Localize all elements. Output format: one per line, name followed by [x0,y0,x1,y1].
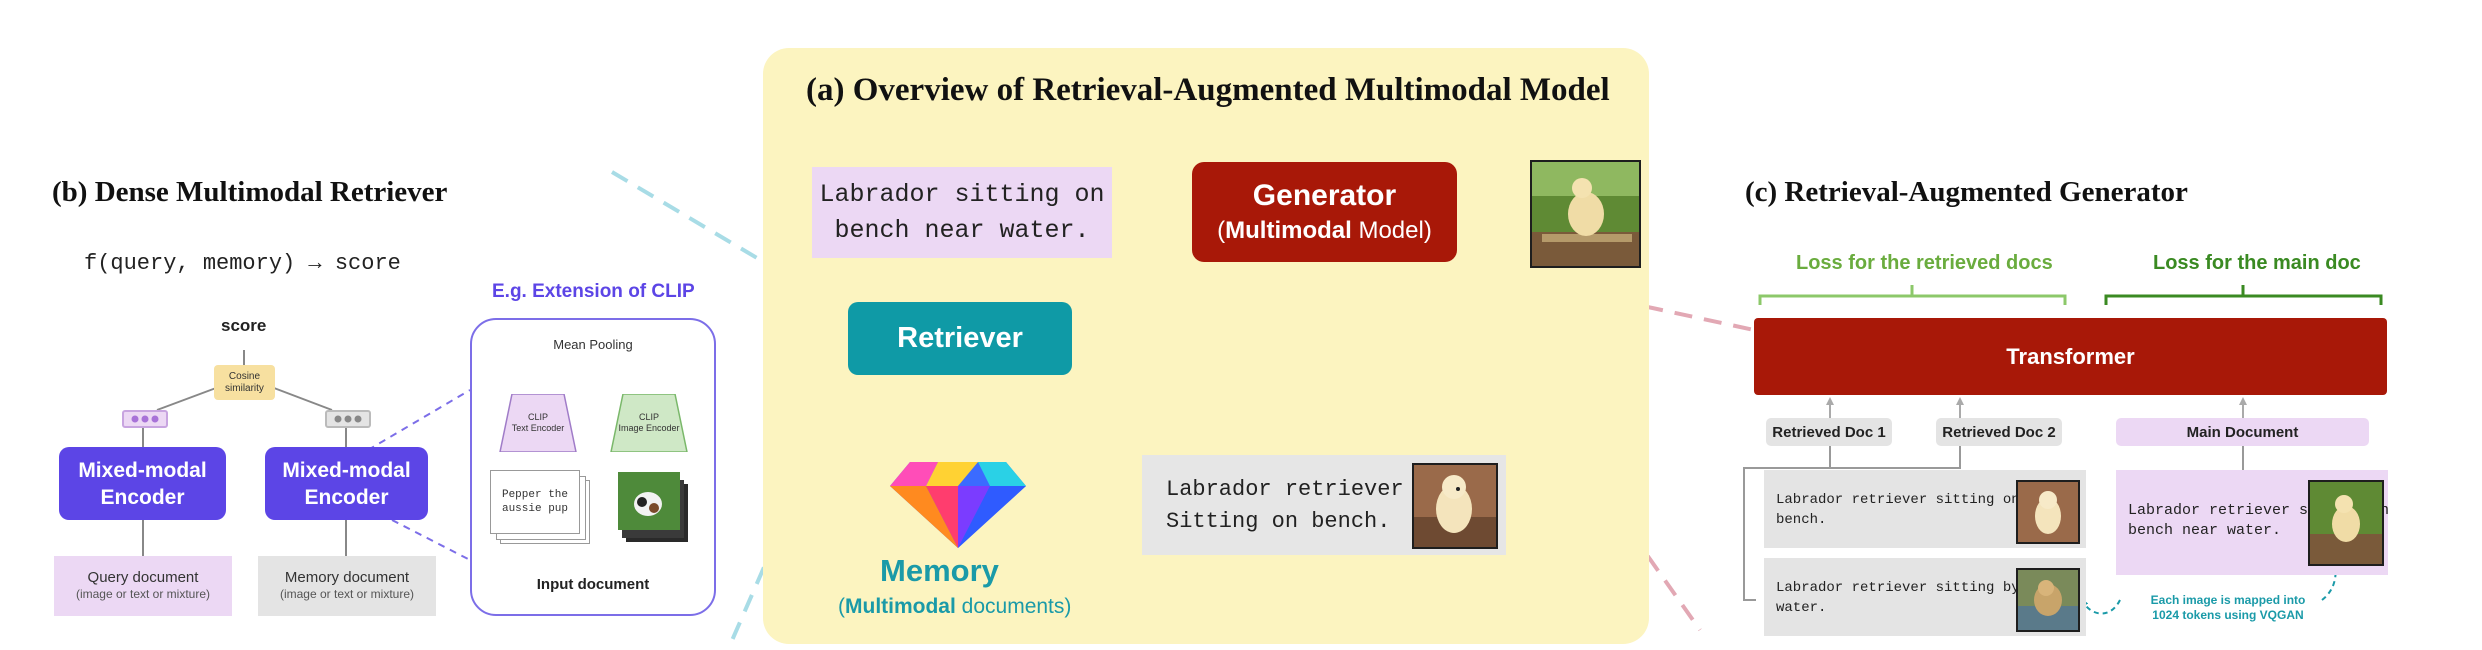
retrieved-doc-1-text: Labrador retriever sitting on bench. [1776,492,2020,528]
query-embedding-icon [122,410,168,428]
query-text-line1: Labrador sitting on [819,179,1105,209]
retrieved-text: Labrador retriever Sitting on bench. [1166,477,1404,534]
retrieved-doc-1-image [2016,480,2080,544]
brace-retrieved [1758,285,2067,305]
loss-main-label: Loss for the main doc [2153,252,2361,274]
memory-label: Memory [880,553,999,588]
image-input-stack [618,472,680,530]
memory-encoder-box: Mixed-modal Encoder [265,447,428,520]
query-document-box: Query document (image or text or mixture… [54,556,232,616]
score-formula: f(query, memory) → score [84,251,401,276]
retrieved-dog-image [1412,463,1498,549]
retrieved-doc-2-text: Labrador retriever sitting by water. [1776,580,2020,616]
clip-panel [470,318,716,616]
memory-gem-icon [888,454,1028,550]
transformer-box: Transformer [1754,318,2387,395]
score-label: score [221,316,267,335]
retrieved-doc-2-image [2016,568,2080,632]
zoom-line-blue-bottom [728,374,850,646]
clip-text-encoder: CLIP Text Encoder [498,394,578,452]
generator-box: Generator (Multimodal Model) [1192,162,1457,262]
cosine-similarity-box: Cosine similarity [214,365,275,400]
memory-document-box: Memory document (image or text or mixtur… [258,556,436,616]
generator-subtitle: (Multimodal Model) [1217,217,1432,244]
loss-retrieved-label: Loss for the retrieved docs [1796,252,2053,274]
text-input-stack: Pepper the aussie pup [490,470,580,534]
brace-main [2104,285,2383,305]
retriever-box: Retriever [848,302,1072,375]
clip-extension-title: E.g. Extension of CLIP [492,281,695,302]
generator-panel-title: (c) Retrieval-Augmented Generator [1745,176,2188,208]
zoom-line-blue-top [610,170,850,314]
retriever-panel-title: (b) Dense Multimodal Retriever [52,176,448,208]
memory-embedding-icon [325,410,371,428]
vqgan-note: Each image is mapped into 1024 tokens us… [2150,593,2306,622]
mean-pooling-label: Mean Pooling [553,337,633,352]
output-dog-image [1530,160,1641,268]
generator-title: Generator [1252,179,1397,212]
memory-subtitle: (Multimodal documents) [838,595,1072,618]
main-document-image [2308,480,2384,566]
overview-title: (a) Overview of Retrieval-Augmented Mult… [806,72,1610,108]
query-box: Labrador sitting on bench near water. [812,167,1112,258]
input-document-label: Input document [536,576,650,593]
query-text-line2: bench near water. [834,215,1090,245]
retrieved-doc-1-label: Retrieved Doc 1 [1766,418,1892,446]
query-encoder-box: Mixed-modal Encoder [59,447,226,520]
main-document-label: Main Document [2116,418,2369,446]
retrieved-doc-2-label: Retrieved Doc 2 [1936,418,2062,446]
clip-image-encoder: CLIP Image Encoder [609,394,689,452]
